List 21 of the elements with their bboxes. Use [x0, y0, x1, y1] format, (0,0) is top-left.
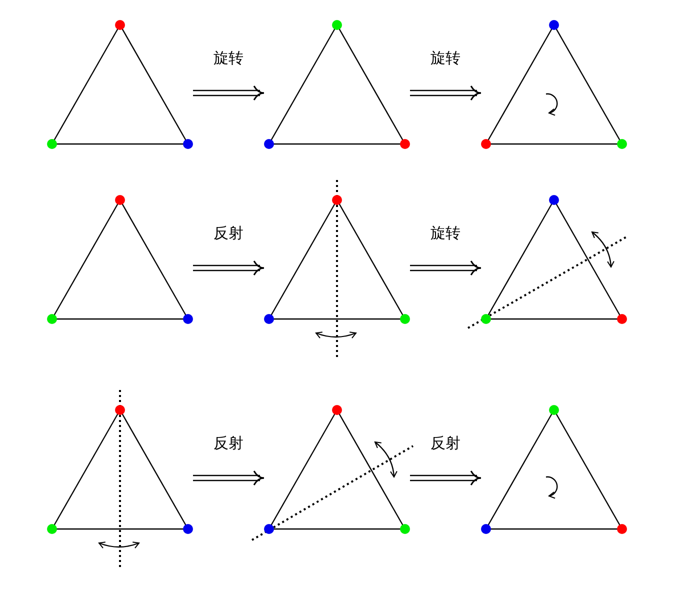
edge-label: 旋转	[428, 49, 462, 67]
triangle-drawing	[264, 195, 410, 324]
triangle-drawing	[481, 195, 627, 324]
triangle-drawing	[47, 20, 193, 149]
edge-label: 反射	[428, 434, 462, 452]
triangle-drawing	[47, 405, 193, 534]
double-arrow	[409, 470, 482, 486]
double-arrow	[409, 85, 482, 101]
triangle-drawing	[47, 195, 193, 324]
triangle-drawing	[264, 20, 410, 149]
triangle-drawing	[264, 405, 410, 534]
double-arrow	[192, 470, 265, 486]
edge-label: 反射	[212, 224, 246, 242]
double-arrow	[192, 85, 265, 101]
double-arrow	[192, 260, 265, 276]
edge-label: 反射	[212, 434, 246, 452]
triangle-drawing	[481, 405, 627, 534]
edge-label: 旋转	[428, 224, 462, 242]
triangle-drawing	[481, 20, 627, 149]
edge-label: 旋转	[212, 49, 246, 67]
double-arrow	[409, 260, 482, 276]
